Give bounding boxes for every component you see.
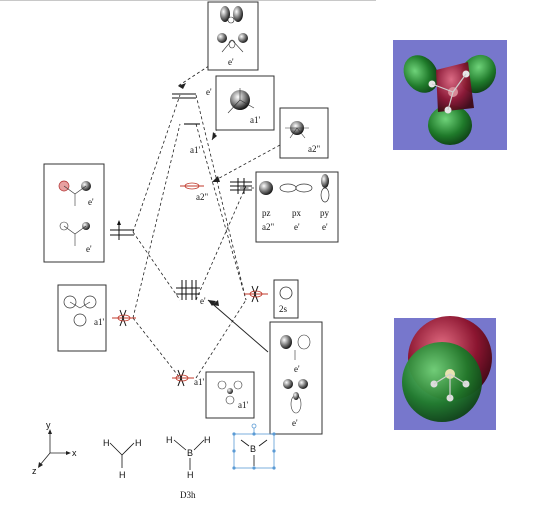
mo-level-a2-nonbonding: a2"	[180, 182, 208, 202]
right-e-upper-label: e'	[294, 364, 300, 374]
arrow-to-bonding-e	[207, 299, 269, 353]
salc-e-upper-icon	[58, 180, 91, 206]
box-bottom-a1: a1'	[205, 371, 255, 419]
axis-z-label: z	[32, 466, 37, 476]
axis-y-label: y	[46, 420, 51, 430]
orbital-right-e-lower-icon	[283, 379, 308, 414]
orbital-top-e-2-icon	[217, 33, 248, 53]
orbital-2s-icon	[279, 286, 293, 300]
left-a1-label: a1'	[94, 317, 104, 327]
mo-e-top-label: e'	[206, 87, 212, 97]
svg-text:H: H	[103, 438, 110, 448]
bh3-lewis-structure: H H H	[103, 438, 142, 480]
bh3-structure-labeled: H H B H D3h	[166, 435, 211, 500]
box-p-orbitals: pz px py a2" e' e'	[255, 171, 339, 243]
mo-a1-upper-label: a1'	[190, 145, 200, 155]
mo-level-e-bonding: e'	[176, 280, 206, 306]
mo-level-2s	[244, 285, 268, 303]
svg-text:H: H	[119, 470, 126, 480]
mo-level-left-e	[110, 220, 134, 240]
salc-e-lower-icon	[59, 221, 90, 246]
svg-text:B: B	[250, 444, 256, 454]
box-2s-label: 2s	[279, 304, 288, 314]
bh3-b: B	[187, 448, 193, 458]
mo-level-p-triple	[230, 178, 252, 194]
axis-x-label: x	[72, 448, 77, 458]
box-left-a1: a1'	[57, 284, 107, 352]
correlation-lines	[132, 59, 281, 379]
mo-e-bonding-label: e'	[200, 296, 206, 306]
mo-level-a1-antibonding: a1'	[184, 123, 200, 155]
left-e-upper-label: e'	[88, 197, 94, 207]
bh3-h1: H	[166, 435, 173, 445]
axes-icon: y x z	[32, 420, 77, 476]
box-top-e: e'	[207, 1, 259, 71]
bottom-a1-label: a1'	[238, 400, 248, 410]
mo-a2-mid-label: a2"	[196, 192, 208, 202]
orbital-a2-pz-icon	[285, 121, 309, 139]
bh3-selected-structure[interactable]: B	[232, 423, 276, 470]
point-group-label: D3h	[180, 490, 196, 500]
orbital-render-e-image	[393, 40, 507, 150]
box-a1-top: a1'	[215, 75, 275, 131]
orbital-top-e-1-icon	[220, 6, 243, 24]
p-orbital-sym-a2: a2"	[262, 222, 274, 232]
mo-level-e-antibonding: e'	[172, 87, 212, 99]
p-orbital-px-label: px	[292, 208, 302, 218]
orbital-py-icon	[320, 174, 330, 203]
mo-level-left-a1	[112, 309, 136, 327]
orbital-px-icon	[279, 183, 313, 193]
orbital-pz-icon	[259, 181, 273, 195]
box-right-e: e' e'	[269, 321, 323, 435]
svg-text:H: H	[135, 438, 142, 448]
left-e-lower-label: e'	[86, 244, 92, 254]
p-orbital-sym-e1: e'	[294, 222, 300, 232]
box-a2-top: a2"	[279, 107, 329, 159]
right-e-lower-label: e'	[292, 418, 298, 428]
p-orbital-pz-label: pz	[262, 208, 271, 218]
bh3-h2: H	[204, 435, 211, 445]
p-orbital-sym-e2: e'	[322, 222, 328, 232]
p-orbital-py-label: py	[320, 208, 330, 218]
box-left-e: e' e'	[43, 163, 105, 263]
box-top-e-label: e'	[228, 57, 234, 67]
box-a2-top-label: a2"	[308, 144, 320, 154]
orbital-right-e-upper-icon	[280, 334, 311, 360]
box-a1-top-label: a1'	[250, 115, 260, 125]
mo-a1-bonding-label: a1'	[194, 377, 204, 387]
orbital-render-a1-image	[394, 316, 496, 430]
bh3-h3: H	[187, 470, 194, 480]
box-2s: 2s	[273, 279, 299, 319]
mo-level-a1-bonding: a1'	[172, 369, 204, 387]
